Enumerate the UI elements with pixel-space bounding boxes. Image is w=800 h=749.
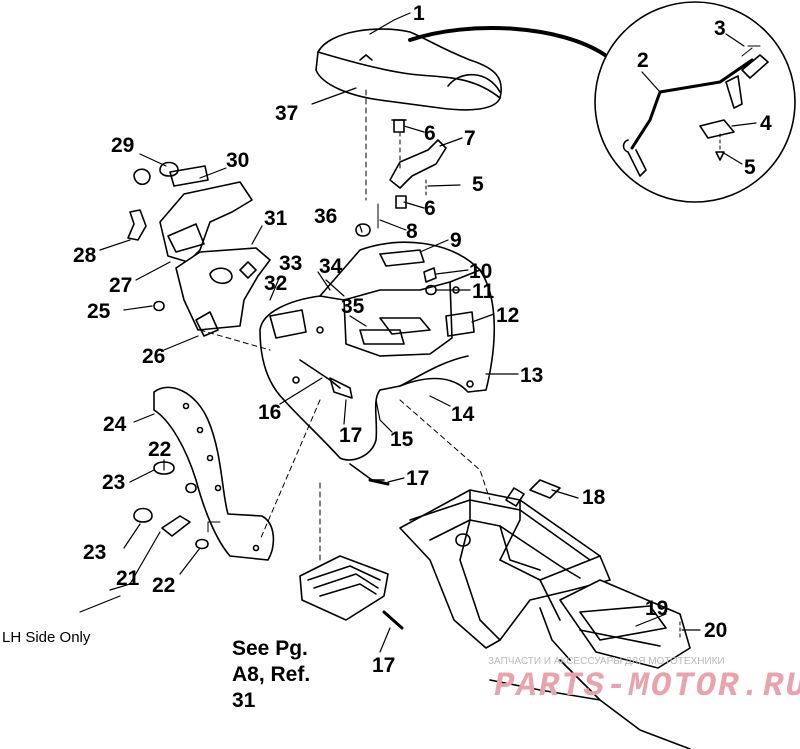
callout-20: 20 — [704, 619, 728, 642]
callout-leaders — [79, 12, 757, 653]
callout-17-middle: 17 — [406, 467, 430, 490]
latch-hardware — [377, 119, 447, 229]
watermark-tagline: ЗАПЧАСТИ И АКСЕССУАРЫ ДЛЯ МОТОТЕХНИКИ — [488, 656, 725, 667]
callout-23-upper: 23 — [102, 471, 126, 494]
callout-6-upper: 6 — [424, 122, 436, 145]
callout-9: 9 — [450, 229, 462, 252]
callout-36: 36 — [314, 205, 338, 228]
callout-34: 34 — [319, 255, 343, 278]
reference-note-line3: 31 — [232, 689, 256, 712]
frame-assembly — [399, 479, 691, 749]
seat-part — [315, 28, 502, 201]
callout-8: 8 — [406, 220, 418, 243]
callout-26: 26 — [142, 345, 166, 368]
callout-29: 29 — [111, 134, 135, 157]
callout-2: 2 — [637, 49, 649, 72]
callout-22-lower: 22 — [152, 574, 176, 597]
callout-11: 11 — [472, 280, 495, 303]
footrest-part — [299, 479, 404, 630]
rear-fender — [259, 223, 496, 486]
callout-5: 5 — [472, 173, 484, 196]
left-side-panel-group — [127, 161, 271, 337]
callout-18: 18 — [582, 486, 606, 509]
callout-30: 30 — [226, 149, 250, 172]
callout-31: 31 — [264, 207, 288, 230]
callout-16: 16 — [258, 401, 282, 424]
callout-35: 35 — [341, 295, 365, 318]
callout-14: 14 — [451, 403, 475, 426]
reference-note-line2: A8, Ref. — [232, 663, 311, 686]
callout-22-upper: 22 — [148, 438, 172, 461]
callout-33: 33 — [279, 252, 303, 275]
callout-7: 7 — [464, 127, 476, 150]
callout-17-upper: 17 — [339, 424, 363, 447]
reference-note: See Pg. A8, Ref. 31 — [232, 636, 310, 714]
callout-21: 21 — [116, 567, 140, 590]
callout-12: 12 — [496, 304, 520, 327]
callout-27: 27 — [109, 274, 133, 297]
callout-24: 24 — [103, 413, 127, 436]
callout-37: 37 — [275, 102, 299, 125]
left-footwell — [133, 386, 275, 561]
callout-4: 4 — [760, 112, 772, 135]
callout-32: 32 — [264, 272, 288, 295]
lh-side-only-note: LH Side Only — [2, 629, 91, 646]
callout-6-lower: 6 — [424, 197, 436, 220]
callout-23-lower: 23 — [83, 541, 107, 564]
callout-19: 19 — [645, 597, 669, 620]
callout-17-lower: 17 — [372, 654, 396, 677]
callout-10: 10 — [469, 260, 493, 283]
callout-5-detail: 5 — [744, 156, 756, 179]
callout-15: 15 — [390, 428, 414, 451]
callout-3: 3 — [714, 17, 726, 40]
callout-25: 25 — [87, 300, 111, 323]
callout-13: 13 — [520, 364, 544, 387]
reference-note-line1: See Pg. — [232, 637, 308, 660]
callout-28: 28 — [73, 244, 97, 267]
seat-latch-detail — [594, 1, 796, 203]
callout-1: 1 — [413, 2, 425, 25]
watermark-brand: PARTS-MOTOR.RU — [494, 668, 800, 706]
